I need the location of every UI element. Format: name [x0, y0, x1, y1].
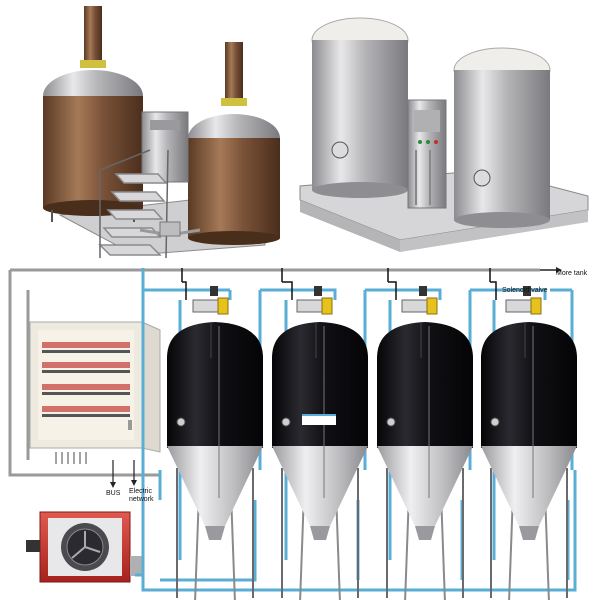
more-tank-arrow: [540, 267, 562, 273]
storage-tanks-illustration-icon: [299, 17, 589, 252]
solenoid-valve-3: [401, 286, 438, 315]
chiller-unit-icon: [26, 511, 142, 583]
electric-label: Electric: [129, 488, 152, 495]
solenoid-valve-4: [505, 286, 542, 315]
bus-label: BUS: [106, 490, 121, 497]
solenoid-valve-label: Solenoid valve: [502, 287, 548, 294]
network-label: network: [129, 496, 154, 503]
solenoid-valve-1: [192, 286, 229, 315]
signal-lines: [181, 268, 497, 300]
tank-2-label-plate: [302, 414, 336, 425]
cabinet-frame: [8, 268, 540, 477]
solenoid-valve-2: [296, 286, 333, 315]
control-cabinet-icon: [29, 321, 161, 488]
brewhouse-illustration-icon: [43, 6, 280, 259]
more-tank-label: More tank: [556, 270, 588, 277]
